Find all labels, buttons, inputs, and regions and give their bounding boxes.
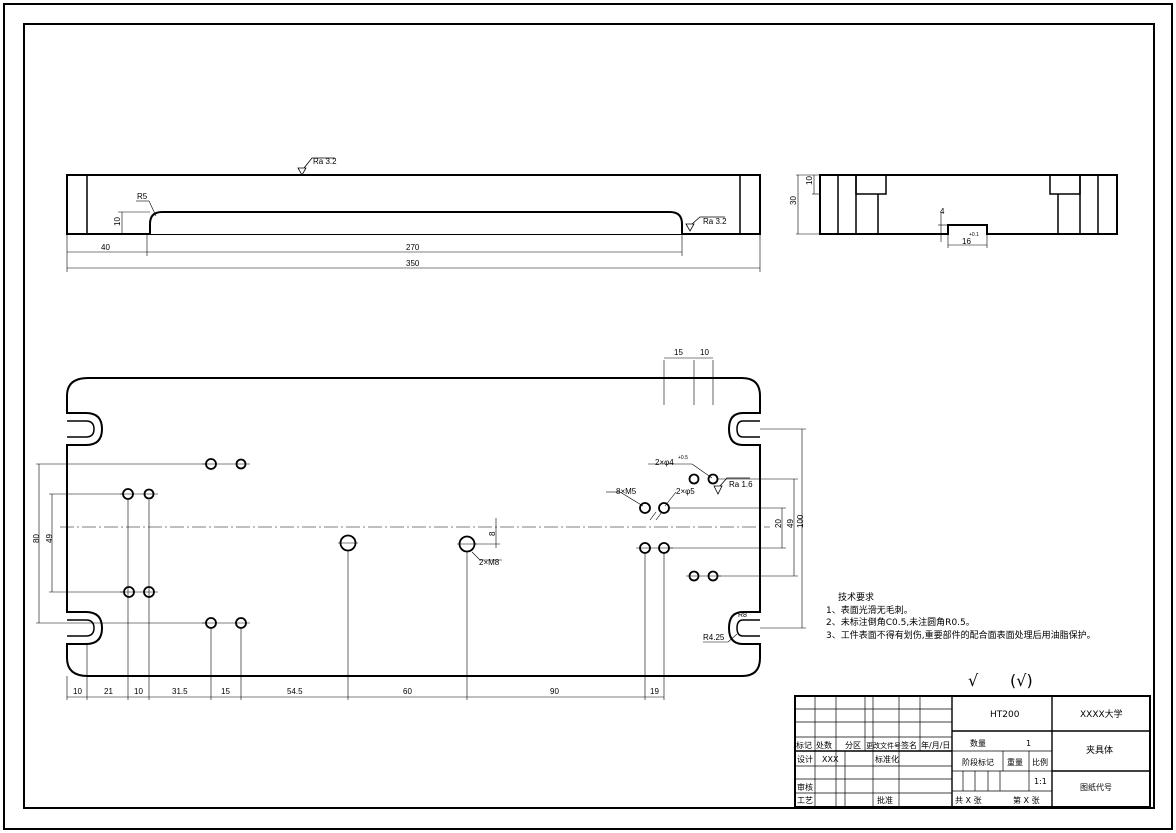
title-designer: XXX (822, 755, 839, 764)
title-stage-label: 阶段标记 (962, 757, 994, 767)
title-quantity-label: 数量 (970, 738, 986, 748)
front-dim-left: 40 (101, 243, 110, 252)
plan-vdim-100: 100 (796, 514, 805, 528)
front-view (66, 157, 761, 272)
outer-border (3, 3, 1173, 830)
plan-vdim-8: 8 (488, 531, 497, 536)
bottom-dim: 19 (650, 687, 659, 696)
plan-callout-holes: 2×φ5 (676, 487, 695, 496)
front-depth: 10 (113, 217, 122, 226)
bottom-dim: 21 (104, 687, 113, 696)
title-university: XXXX大学 (1080, 708, 1123, 720)
title-quantity: 1 (1026, 739, 1031, 748)
side-view (796, 174, 1118, 248)
title-design-label: 设计 (797, 754, 813, 764)
plan-callout-m8: 2×M8 (479, 558, 500, 567)
front-dim-overall: 350 (406, 259, 420, 268)
title-date-label: 年/月/日 (921, 740, 950, 750)
plan-dim-top-right: 10 (700, 348, 709, 357)
plan-callout-counterbore: 2×φ4 (655, 458, 674, 467)
bottom-dim: 90 (550, 687, 559, 696)
title-location-label: 处数 (816, 740, 832, 750)
front-dim-slot: 270 (406, 243, 420, 252)
plan-vdim-49-left: 49 (45, 534, 54, 543)
title-standard-label: 标准化 (875, 754, 899, 764)
side-dim-groove-width: 16 (962, 237, 971, 246)
title-sheet-no: 第 X 张 (1013, 795, 1040, 805)
plan-radius-small: R8 (738, 612, 747, 619)
plan-counterbore-tolerance: +0.5 (678, 455, 688, 461)
plan-bottom-dims: 10 21 10 31.5 15 54.5 60 90 19 (73, 687, 659, 696)
plan-thread-left: 8×M5 (616, 487, 637, 496)
bottom-dim: 15 (221, 687, 230, 696)
side-groove-tolerance: +0.1 (969, 232, 979, 238)
front-radius: R5 (137, 192, 148, 201)
title-block (794, 695, 1151, 808)
side-dim-top: 10 (805, 176, 814, 185)
plan-roughness-holes: Ra 1.6 (729, 480, 753, 489)
title-material: HT200 (990, 710, 1020, 720)
title-review-label: 审核 (797, 782, 813, 792)
notes-item: 2、未标注倒角C0.5,未注圆角R0.5。 (826, 616, 975, 628)
notes-item: 1、表面光滑无毛刺。 (826, 604, 913, 616)
inner-frame (23, 23, 1155, 809)
bottom-dim: 54.5 (287, 687, 303, 696)
plan-dim-top-left: 15 (674, 348, 683, 357)
title-process-label: 工艺 (797, 796, 813, 805)
plan-vdim-80: 80 (32, 534, 41, 543)
title-scale-label: 比例 (1032, 757, 1048, 767)
title-scale: 1:1 (1034, 777, 1047, 786)
title-partition-label: 分区 (845, 741, 861, 750)
title-mark-label: 标记 (796, 740, 812, 750)
title-sign-label: 签名 (901, 740, 917, 750)
title-sheets-total: 共 X 张 (955, 796, 982, 805)
check-symbol: √ (968, 671, 979, 690)
plan-radius-bottom: R4.25 (703, 633, 725, 642)
check-paren-symbol: (√) (1010, 671, 1033, 690)
bottom-dim: 31.5 (172, 687, 188, 696)
notes-item: 3、工件表面不得有划伤,重要部件的配合面表面处理后用油脂保护。 (826, 629, 1096, 641)
title-approve-label: 批准 (877, 795, 893, 805)
title-part-name: 夹具体 (1086, 744, 1113, 756)
plan-view (36, 357, 806, 700)
title-change-doc-label: 更改文件号 (866, 741, 901, 750)
front-roughness-slot: Ra 3.2 (703, 217, 727, 226)
bottom-dim: 10 (134, 687, 143, 696)
title-drawing-no-label: 图纸代号 (1080, 782, 1112, 792)
notes-title: 技术要求 (838, 591, 874, 603)
side-dim-height: 30 (789, 196, 798, 205)
plan-vdim-49-right: 49 (786, 519, 795, 528)
bottom-dim: 10 (73, 687, 82, 696)
side-dim-groove-depth: 4 (940, 207, 945, 216)
bottom-dim: 60 (403, 687, 412, 696)
title-weight-label: 重量 (1007, 757, 1023, 767)
technical-notes: 技术要求 1、表面光滑无毛刺。 2、未标注倒角C0.5,未注圆角R0.5。 3、… (826, 591, 1096, 641)
plan-vdim-20: 20 (774, 519, 783, 528)
front-roughness-top: Ra 3.2 (313, 157, 337, 166)
